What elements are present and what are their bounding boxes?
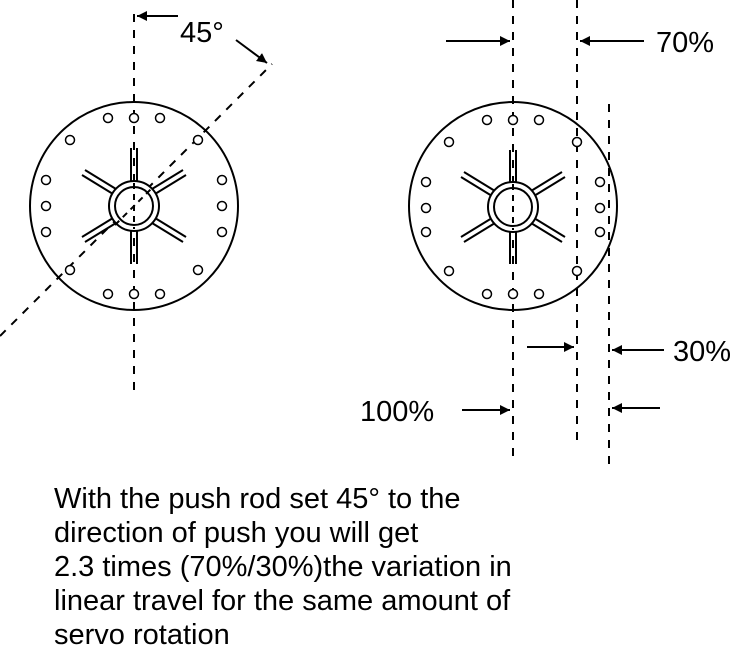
- label-100-percent: 100%: [360, 396, 434, 428]
- left-servo-holes: [40, 112, 228, 300]
- servo-hole: [154, 112, 166, 124]
- servo-hole: [40, 174, 52, 186]
- servo-hole: [533, 114, 545, 126]
- caption-line: servo rotation: [54, 619, 230, 651]
- servo-hole: [420, 226, 432, 238]
- servo-hole: [216, 174, 228, 186]
- servo-hole: [102, 112, 114, 124]
- angle-arrow-right: [235, 39, 268, 64]
- servo-hole: [594, 202, 606, 214]
- servo-hole: [40, 200, 52, 212]
- angle-label: 45°: [180, 17, 224, 49]
- servo-hole: [192, 264, 204, 276]
- left-servo-group: 45°: [0, 11, 273, 395]
- servo-hole: [507, 114, 519, 126]
- servo-hole: [533, 288, 545, 300]
- servo-hole: [507, 288, 519, 300]
- servo-hole: [102, 288, 114, 300]
- servo-hole: [481, 288, 493, 300]
- left-servo-spokes: [81, 148, 187, 264]
- caption-line: 2.3 times (70%/30%)the variation in: [54, 551, 512, 583]
- servo-hole: [40, 226, 52, 238]
- servo-hole: [420, 176, 432, 188]
- caption-text: With the push rod set 45° to the directi…: [54, 482, 734, 652]
- servo-hole: [594, 226, 606, 238]
- servo-hole: [443, 265, 455, 277]
- servo-hole: [64, 264, 76, 276]
- servo-hole: [216, 226, 228, 238]
- right-servo-wheel: [408, 101, 618, 311]
- label-30-percent: 30%: [673, 336, 731, 368]
- servo-hole: [128, 288, 140, 300]
- caption-line: With the push rod set 45° to the: [54, 483, 461, 515]
- left-servo-wheel: [29, 101, 239, 311]
- label-70-percent: 70%: [656, 27, 714, 59]
- servo-hole: [64, 134, 76, 146]
- servo-hole: [420, 202, 432, 214]
- servo-hole: [594, 176, 606, 188]
- servo-hole: [154, 288, 166, 300]
- caption-line: linear travel for the same amount of: [54, 585, 511, 617]
- servo-hole: [571, 136, 583, 148]
- right-servo-holes: [420, 114, 606, 300]
- left-hub-rod-dash: [114, 186, 154, 226]
- servo-hole: [216, 200, 228, 212]
- caption-line: direction of push you will get: [54, 517, 419, 549]
- right-servo-group: 70% 30% 100%: [360, 0, 731, 466]
- servo-hole: [571, 265, 583, 277]
- servo-hole: [481, 114, 493, 126]
- right-servo-spokes: [460, 150, 566, 264]
- servo-hole: [443, 136, 455, 148]
- servo-hole: [128, 112, 140, 124]
- servo-hole: [192, 134, 204, 146]
